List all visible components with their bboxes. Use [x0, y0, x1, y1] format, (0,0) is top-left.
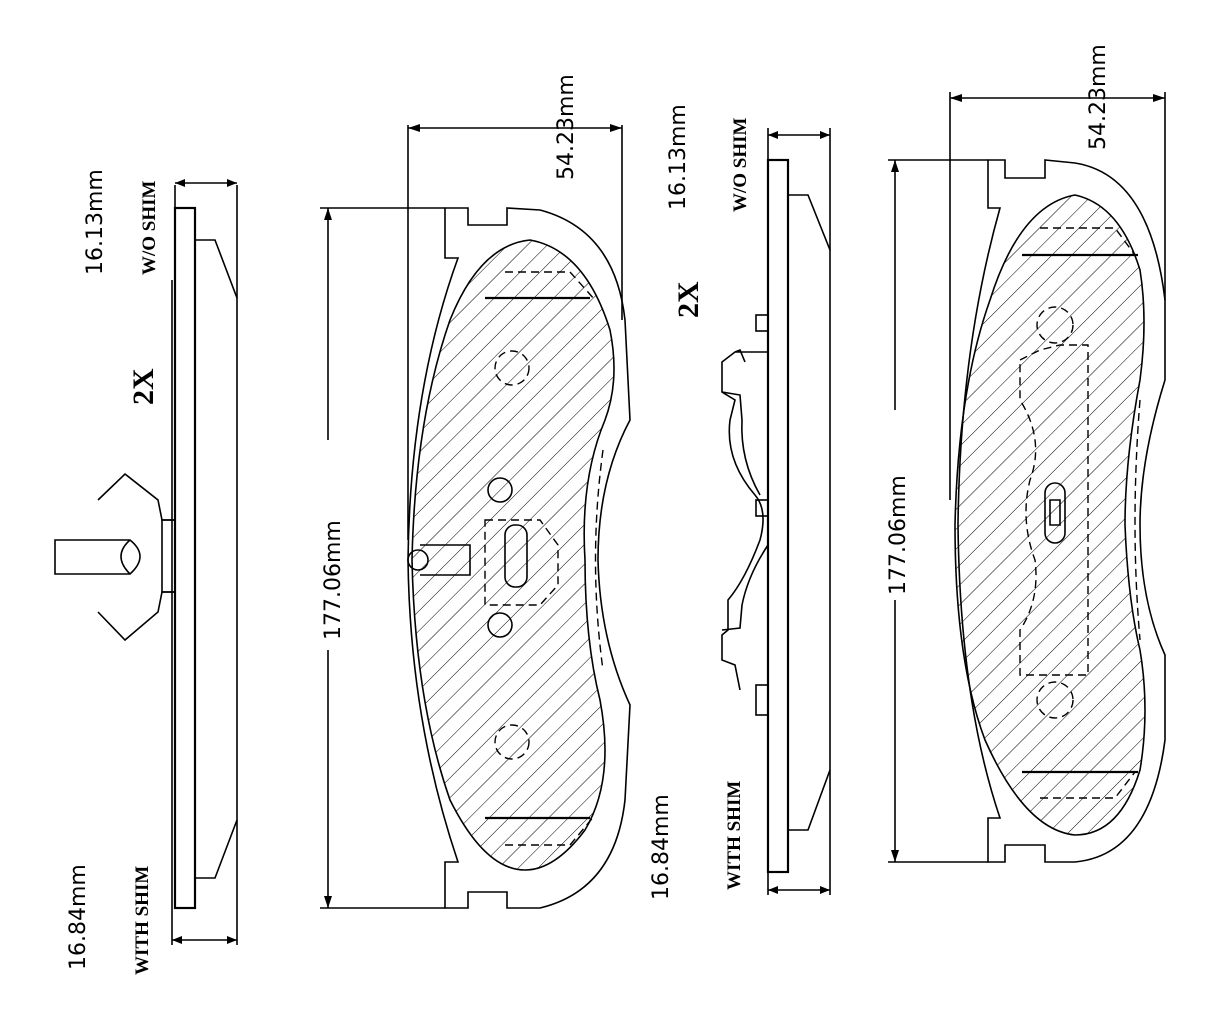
left-length-label: 177.06mm — [321, 520, 346, 640]
right-tab-top — [755, 314, 769, 332]
left-friction-hatching — [412, 240, 614, 870]
right-with-shim-label: WITH SHIM — [724, 781, 745, 890]
right-top-hole — [1036, 306, 1074, 344]
left-front-view: 177.06mm 54.23mm — [320, 74, 631, 909]
left-side-view: 16.13mm W/O SHIM 2X 16.84mm WITH SHIM — [54, 169, 238, 975]
right-wire-spring — [721, 348, 768, 691]
right-wire-spring-inner-2 — [721, 544, 769, 631]
right-wire-spring-inner — [721, 391, 761, 496]
right-with-shim-thickness-label: 16.84mm — [649, 794, 674, 900]
right-quantity-label: 2X — [672, 281, 705, 318]
right-tab-mid — [755, 499, 769, 517]
right-backing-plate — [766, 158, 790, 874]
right-bottom-hole — [1036, 681, 1074, 719]
left-bottom-hole — [494, 724, 530, 760]
right-length-dimension — [888, 159, 988, 863]
right-wo-shim-thickness-label: 16.13mm — [666, 104, 691, 210]
left-clip-mount — [407, 477, 559, 638]
left-width-label: 54.23mm — [554, 74, 579, 180]
left-shim-edge-dashed — [594, 449, 604, 671]
left-spring-clip — [54, 472, 176, 642]
left-top-chamfer-dashed — [505, 271, 596, 301]
right-bottom-chamfer-dashed — [1040, 771, 1136, 799]
left-wo-shim-dimension — [174, 179, 238, 298]
right-wo-shim-label: W/O SHIM — [730, 117, 751, 212]
left-bottom-chamfer-dashed — [505, 814, 596, 846]
right-shim-outline — [1019, 344, 1089, 676]
left-backing-plate — [173, 206, 197, 910]
right-side-view: 16.13mm W/O SHIM 2X 16.84mm WITH SHIM — [649, 104, 831, 900]
left-with-shim-thickness-label: 16.84mm — [66, 864, 91, 970]
left-width-dimension — [407, 124, 623, 540]
right-tab-bottom — [755, 684, 769, 716]
left-quantity-label: 2X — [127, 368, 160, 405]
left-top-hole — [494, 350, 530, 386]
right-width-dimension — [949, 92, 1166, 500]
left-with-shim-dimension — [171, 820, 238, 945]
right-shim-edge-dashed — [1134, 399, 1141, 641]
right-top-chamfer-dashed — [1040, 227, 1136, 256]
right-length-label: 177.06mm — [886, 475, 911, 595]
left-length-dimension — [320, 207, 445, 909]
right-front-view: 177.06mm 54.23mm — [886, 44, 1166, 863]
left-wo-shim-thickness-label: 16.13mm — [83, 169, 108, 275]
right-wo-shim-dimension — [767, 128, 831, 250]
left-wo-shim-label: W/O SHIM — [139, 180, 160, 275]
right-width-label: 54.23mm — [1086, 44, 1111, 150]
right-friction-profile — [788, 194, 831, 831]
left-friction-profile — [195, 239, 238, 879]
right-with-shim-dimension — [767, 770, 831, 895]
left-with-shim-label: WITH SHIM — [132, 866, 153, 975]
